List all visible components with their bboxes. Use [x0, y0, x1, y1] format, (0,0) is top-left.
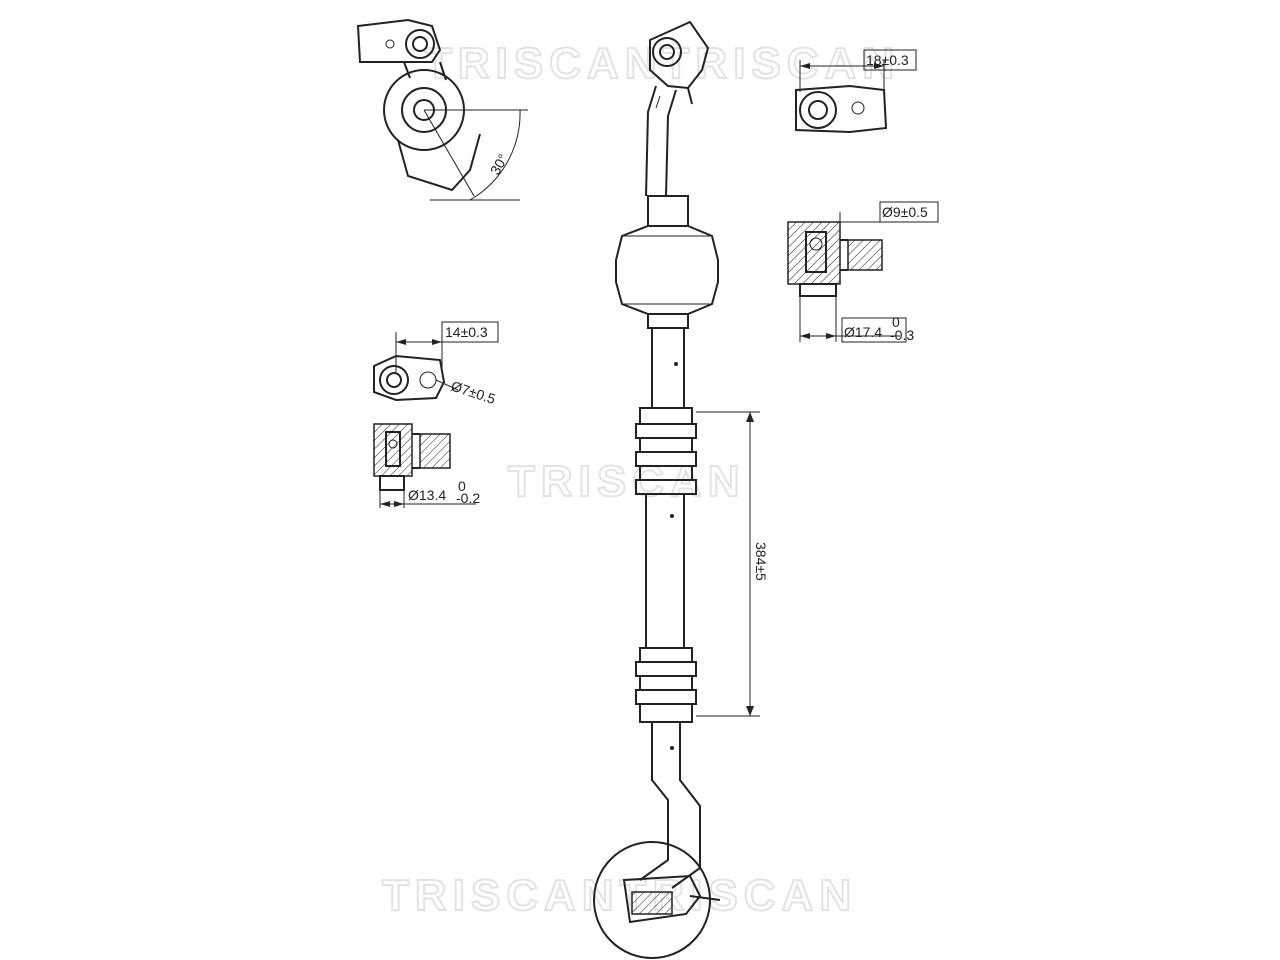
dia-right-lower-tol-top: 0 — [892, 314, 900, 330]
top-right-detail: 18±0.3 — [795, 49, 917, 134]
dia-left-lower-tol-bottom: -0.2 — [456, 490, 480, 506]
angle-label: 30° — [487, 151, 511, 177]
detail-circle — [593, 841, 711, 959]
lower-crimp — [635, 647, 697, 723]
width-left-label: 14±0.3 — [445, 324, 488, 340]
right-section-detail: Ø9±0.5 Ø17.4 0 -0.3 — [787, 201, 939, 343]
watermark-middle: TRISCAN — [508, 457, 746, 506]
watermark-bottom: TRISCANTRISCAN — [382, 871, 857, 920]
dia-left-lower-label: Ø13.4 — [408, 487, 446, 503]
dia-right-lower-label: Ø17.4 — [844, 324, 882, 340]
bottom-fitting — [622, 874, 721, 924]
main-hose — [593, 20, 721, 959]
dia-right-lower-tol-bottom: -0.3 — [890, 327, 914, 343]
length-label: 384±5 — [753, 542, 769, 581]
upper-tube — [645, 85, 677, 197]
width-top-right-label: 18±0.3 — [866, 52, 909, 68]
top-banjo-fitting — [649, 20, 710, 105]
upper-crimp — [635, 407, 697, 495]
left-top-detail: 14±0.3 Ø7±0.5 — [373, 321, 499, 407]
dia-right-label: Ø9±0.5 — [882, 204, 928, 220]
length-dimension: 384±5 — [696, 411, 769, 717]
dia-left-lower-tol-top: 0 — [458, 478, 466, 494]
lower-tube — [639, 722, 701, 889]
left-section-detail: Ø13.4 0 -0.2 — [373, 423, 480, 508]
dia-left-label: Ø7±0.5 — [449, 378, 498, 407]
